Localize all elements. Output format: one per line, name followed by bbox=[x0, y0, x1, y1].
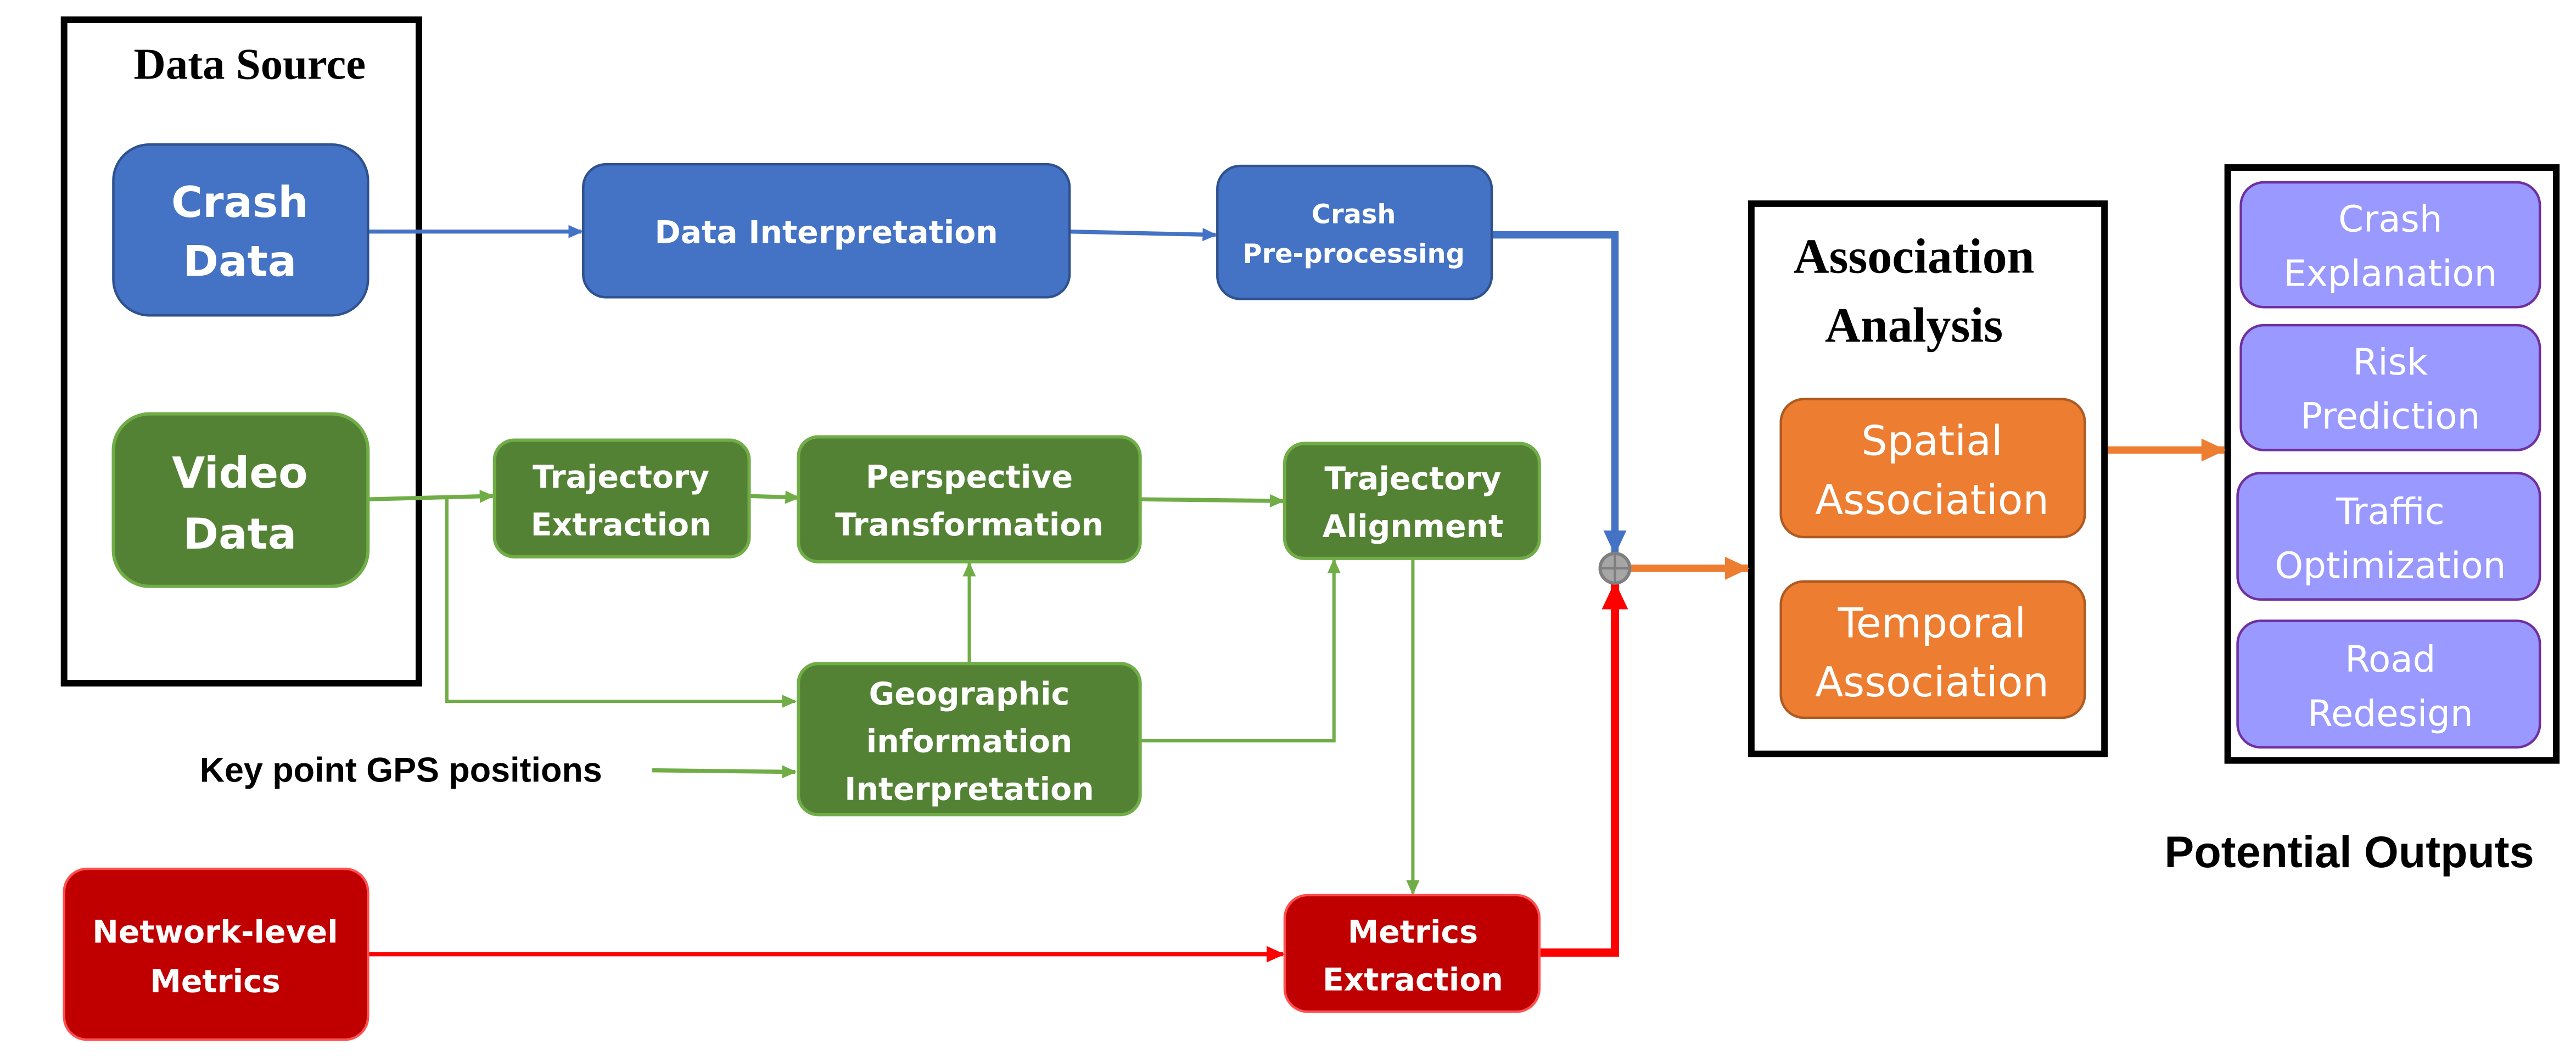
node-spatial-association[interactable]: Spatial Association bbox=[1779, 398, 2086, 539]
node-network-level-metrics-line2: Metrics bbox=[150, 963, 280, 999]
node-temporal-association[interactable]: Temporal Association bbox=[1779, 580, 2086, 719]
arrow-preprocessing-to-junction bbox=[1492, 231, 1627, 555]
output-line1: Traffic bbox=[2336, 490, 2445, 533]
output-line1: Road bbox=[2345, 638, 2435, 680]
output-line1: Crash bbox=[2338, 198, 2442, 241]
output-road-redesign[interactable]: Road Redesign bbox=[2236, 619, 2541, 749]
node-crash-data[interactable]: Crash Data bbox=[112, 143, 369, 317]
data-source-title: Data Source bbox=[134, 40, 366, 89]
node-metrics-extraction[interactable]: Metrics Extraction bbox=[1283, 894, 1541, 1013]
node-crash-preprocessing-line1: Crash bbox=[1312, 200, 1396, 230]
node-temporal-association-line1: Temporal bbox=[1838, 599, 2026, 647]
arrow-perspective-to-alignment bbox=[1140, 494, 1285, 507]
node-trajectory-alignment-line2: Alignment bbox=[1323, 509, 1504, 545]
node-data-interpretation-line1: Data Interpretation bbox=[655, 215, 998, 251]
node-geographic-information-line3: Interpretation bbox=[844, 771, 1094, 807]
node-perspective-transformation-line2: Transformation bbox=[835, 507, 1104, 543]
node-trajectory-alignment-line1: Trajectory bbox=[1324, 461, 1501, 497]
association-analysis-title-line2: Analysis bbox=[1825, 298, 2003, 353]
potential-outputs-title: Potential Outputs bbox=[2164, 828, 2534, 877]
node-trajectory-alignment[interactable]: Trajectory Alignment bbox=[1283, 442, 1541, 560]
node-video-data-line1: Video bbox=[172, 449, 307, 498]
output-line2: Prediction bbox=[2300, 395, 2480, 438]
output-line2: Optimization bbox=[2275, 545, 2506, 587]
output-risk-prediction[interactable]: Risk Prediction bbox=[2239, 323, 2541, 451]
arrow-video-to-geographic bbox=[445, 498, 797, 708]
output-traffic-optimization[interactable]: Traffic Optimization bbox=[2236, 472, 2541, 601]
association-analysis-title-line1: Association bbox=[1794, 229, 2035, 283]
node-metrics-extraction-line2: Extraction bbox=[1323, 962, 1503, 998]
connectors bbox=[366, 225, 2226, 963]
node-perspective-transformation-line1: Perspective bbox=[866, 459, 1073, 495]
potential-outputs-group: Potential Outputs bbox=[2164, 164, 2560, 877]
node-network-level-metrics[interactable]: Network-level Metrics bbox=[63, 867, 369, 1041]
node-trajectory-extraction-line1: Trajectory bbox=[533, 459, 709, 495]
association-analysis-group: Association Analysis bbox=[1748, 200, 2108, 757]
potential-outputs-frame bbox=[2224, 164, 2560, 764]
arrow-geographic-to-alignment bbox=[1140, 558, 1341, 742]
data-source-group: Data Source bbox=[60, 16, 423, 687]
sum-junction-icon bbox=[1598, 551, 1632, 585]
data-source-frame bbox=[60, 16, 423, 687]
node-geographic-information-line1: Geographic bbox=[869, 676, 1070, 712]
node-perspective-transformation[interactable]: Perspective Transformation bbox=[797, 435, 1142, 563]
node-crash-preprocessing[interactable]: Crash Pre-processing bbox=[1216, 164, 1493, 300]
node-video-data[interactable]: Video Data bbox=[111, 412, 370, 588]
node-crash-data-line1: Crash bbox=[171, 178, 309, 227]
node-crash-data-line2: Data bbox=[183, 237, 297, 286]
arrow-interpretation-to-preprocessing bbox=[1069, 228, 1218, 242]
node-trajectory-extraction[interactable]: Trajectory Extraction bbox=[492, 438, 751, 559]
arrow-metrics-to-junction bbox=[1539, 581, 1628, 957]
association-analysis-frame bbox=[1748, 200, 2108, 757]
node-trajectory-extraction-line2: Extraction bbox=[531, 507, 712, 543]
output-line2: Explanation bbox=[2283, 252, 2497, 294]
node-spatial-association-line1: Spatial bbox=[1861, 417, 2002, 465]
node-video-data-line2: Data bbox=[183, 510, 297, 559]
node-geographic-information-line2: information bbox=[866, 724, 1073, 760]
node-geographic-information[interactable]: Geographic information Interpretation bbox=[797, 662, 1142, 817]
node-temporal-association-line2: Association bbox=[1815, 658, 2049, 706]
node-data-interpretation[interactable]: Data Interpretation bbox=[582, 163, 1071, 299]
arrow-gps-to-geographic bbox=[652, 765, 797, 779]
output-crash-explanation[interactable]: Crash Explanation bbox=[2239, 181, 2541, 309]
node-crash-preprocessing-line2: Pre-processing bbox=[1242, 239, 1464, 270]
node-network-level-metrics-line1: Network-level bbox=[92, 914, 338, 951]
arrow-extraction-to-perspective bbox=[749, 490, 800, 504]
node-metrics-extraction-line1: Metrics bbox=[1348, 914, 1478, 951]
key-point-gps-label: Key point GPS positions bbox=[200, 751, 602, 790]
node-spatial-association-line2: Association bbox=[1815, 476, 2049, 524]
arrow-video-to-extraction bbox=[368, 489, 495, 503]
output-line2: Redesign bbox=[2308, 693, 2473, 735]
output-line1: Risk bbox=[2353, 341, 2428, 383]
